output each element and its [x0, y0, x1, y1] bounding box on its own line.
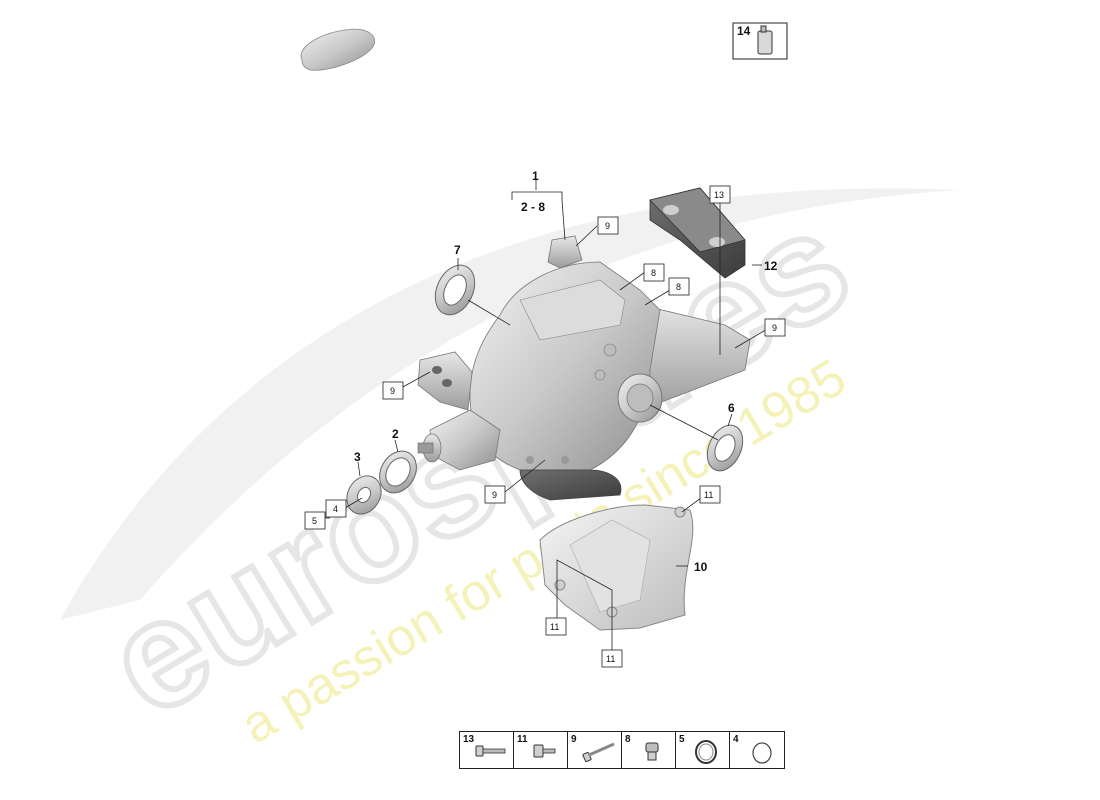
- callout-box-9-top: 9: [597, 216, 619, 235]
- strip-cell-8: 8: [622, 732, 676, 768]
- callout-box-5: 5: [304, 511, 326, 530]
- strip-cell-number: 11: [517, 734, 528, 745]
- strip-cell-5: 5: [676, 732, 730, 768]
- mounting-block: [649, 187, 746, 279]
- svg-text:8: 8: [676, 282, 681, 292]
- callouts: 1 2 - 8 7 6 2 3 10 12 9 8 8 13 9: [304, 169, 786, 668]
- callout-box-8-upper: 8: [643, 263, 665, 282]
- svg-text:11: 11: [606, 654, 615, 664]
- strip-cell-11: 11: [514, 732, 568, 768]
- strip-cell-number: 9: [571, 734, 577, 745]
- differential-housing: [417, 235, 751, 501]
- callout-7: 7: [454, 243, 461, 257]
- callout-10: 10: [694, 560, 708, 574]
- callout-box-11-top: 11: [699, 485, 721, 504]
- parts-strip: 13 11 9 8 5 4: [459, 731, 785, 769]
- strip-cell-number: 13: [463, 734, 475, 745]
- callout-box-9-bottom: 9: [484, 485, 506, 504]
- leader-lines: [325, 180, 770, 650]
- callout-box-9-left: 9: [382, 381, 404, 400]
- oil-bottle-icon: [757, 25, 773, 55]
- svg-text:9: 9: [492, 490, 497, 500]
- svg-text:8: 8: [651, 268, 656, 278]
- circlip-icon: [695, 740, 717, 764]
- long-bolt-icon: [582, 742, 615, 763]
- callout-2: 2: [392, 427, 399, 441]
- oil-box-number: 14: [737, 24, 751, 38]
- long-bolt-icon: [475, 745, 506, 757]
- oil-box: 14: [732, 22, 788, 60]
- strip-cell-number: 5: [679, 734, 685, 745]
- seal-6: [706, 424, 744, 472]
- svg-text:9: 9: [605, 221, 610, 231]
- seal-7: [434, 264, 476, 316]
- strip-cell-number: 8: [625, 734, 631, 745]
- svg-text:4: 4: [333, 504, 338, 514]
- callout-box-13: 13: [709, 185, 731, 204]
- callout-assembly-range: 2 - 8: [521, 200, 545, 214]
- svg-text:9: 9: [772, 323, 777, 333]
- svg-text:11: 11: [704, 490, 713, 500]
- watermark-swoosh: [60, 188, 960, 620]
- svg-text:13: 13: [714, 190, 724, 200]
- callout-assembly-number: 1: [532, 169, 539, 183]
- heat-shield: [539, 504, 694, 631]
- callout-6: 6: [728, 401, 735, 415]
- strip-cell-9: 9: [568, 732, 622, 768]
- svg-text:11: 11: [550, 622, 559, 632]
- callout-box-11-left: 11: [545, 617, 567, 636]
- sealant-pad: [300, 28, 376, 71]
- callout-box-11-bottom: 11: [601, 649, 623, 668]
- callout-box-8-lower: 8: [668, 277, 690, 296]
- callout-box-9-right: 9: [764, 318, 786, 337]
- seal-2: [379, 450, 417, 494]
- callout-3: 3: [354, 450, 361, 464]
- svg-text:5: 5: [312, 516, 317, 526]
- o-ring-icon: [752, 742, 772, 764]
- callout-box-4: 4: [325, 499, 347, 518]
- strip-cell-4: 4: [730, 732, 784, 768]
- strip-cell-number: 4: [733, 734, 739, 745]
- plug-icon: [645, 742, 659, 761]
- callout-12: 12: [764, 259, 778, 273]
- svg-text:9: 9: [390, 386, 395, 396]
- strip-cell-13: 13: [460, 732, 514, 768]
- short-bolt-icon: [533, 744, 556, 758]
